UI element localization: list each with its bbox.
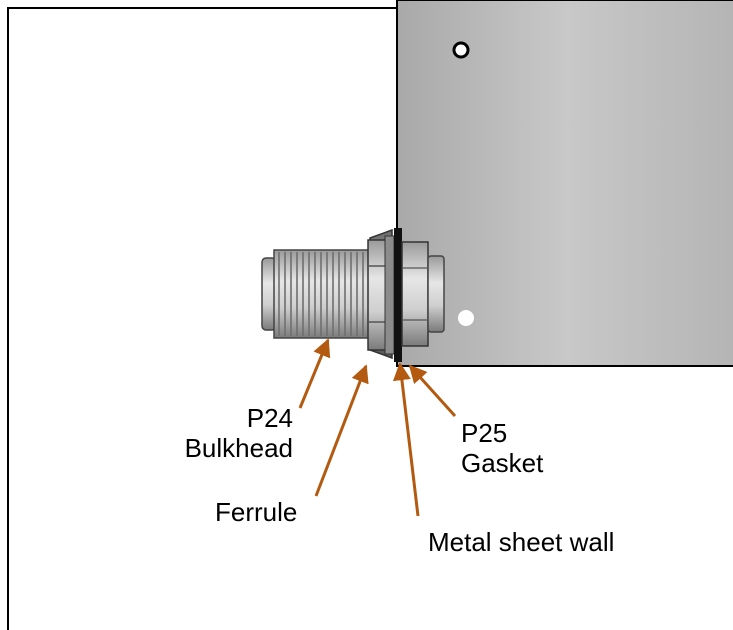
figure-frame bbox=[7, 7, 733, 630]
mounting-hole-icon bbox=[452, 41, 470, 59]
arrow-bulkhead bbox=[298, 338, 331, 409]
bulkhead-fitting bbox=[261, 228, 445, 362]
arrow-gasket bbox=[408, 364, 457, 418]
gasket-name: Gasket bbox=[461, 448, 544, 478]
arrow-wall bbox=[392, 362, 420, 517]
gasket-part-number: P25 bbox=[461, 418, 508, 448]
highlight-hole-icon bbox=[458, 310, 474, 326]
metal-sheet-panel bbox=[396, 0, 733, 367]
gasket-label: P25 Gasket bbox=[461, 418, 543, 478]
gasket-ring bbox=[394, 228, 402, 362]
callout-arrows bbox=[298, 338, 457, 517]
bulkhead-part-number: P24 bbox=[246, 403, 293, 433]
metal-sheet-wall-label: Metal sheet wall bbox=[428, 527, 615, 557]
arrow-ferrule bbox=[314, 364, 369, 497]
ferrule-label: Ferrule bbox=[215, 497, 298, 527]
bulkhead-label: P24 Bulkhead bbox=[185, 403, 293, 463]
bulkhead-name: Bulkhead bbox=[184, 433, 293, 463]
